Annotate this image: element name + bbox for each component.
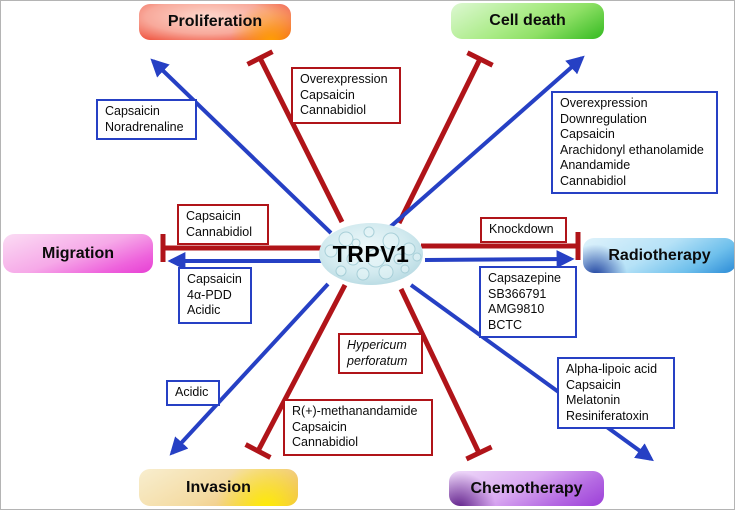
node-radiotherapy-label: Radiotherapy <box>608 246 711 264</box>
inhibition-line-trpv1-to-proliferation <box>246 49 345 224</box>
inhibition-line-trpv1-to-cell-death <box>396 50 494 225</box>
text-line: BCTC <box>488 317 523 332</box>
text-line: SB366791 <box>488 286 547 301</box>
text-line: Capsaicin <box>566 377 621 392</box>
activation-arrow-trpv1-to-invasion <box>169 282 330 456</box>
node-migration-label: Migration <box>42 244 114 262</box>
text-line: Melatonin <box>566 393 621 407</box>
text-line: Cannabidiol <box>186 224 253 239</box>
node-invasion: Invasion <box>139 469 298 506</box>
activation-arrow-trpv1-to-proliferation <box>150 58 333 235</box>
activation-arrow-trpv1-to-chemotherapy <box>409 283 654 462</box>
inhibition-line-trpv1-to-chemotherapy <box>398 287 493 462</box>
text-line: Acidic <box>175 385 209 399</box>
node-chemotherapy: Chemotherapy <box>449 471 604 506</box>
text-line: Knockdown <box>489 222 554 236</box>
text-line: R(+)-methanandamide <box>292 404 418 418</box>
text-line: Overexpression <box>560 96 648 110</box>
inhibition-line-trpv1-to-invasion <box>244 283 348 460</box>
text-line: Cannabidiol <box>292 435 359 449</box>
activation-arrow-trpv1-to-cell-death <box>387 55 585 230</box>
text-line: Hypericum <box>347 338 407 352</box>
trpv1-center-label: TRPV1 <box>332 241 410 267</box>
node-invasion-label: Invasion <box>186 478 251 496</box>
node-proliferation-label: Proliferation <box>167 13 263 30</box>
text-line: Alpha-lipoic acid <box>566 362 658 376</box>
text-line: Capsaicin <box>105 104 160 118</box>
text-line: Capsaicin <box>186 209 241 223</box>
box-radiotherapy-knockdown: Knockdown <box>480 217 567 243</box>
inhibition-line-trpv1-to-migration <box>160 234 323 262</box>
text-line: Cannabidiol <box>560 173 627 188</box>
text-line: Overexpression <box>300 72 388 86</box>
text-line: Capsaicin <box>300 87 355 102</box>
text-line: Noradrenaline <box>105 119 184 134</box>
node-cell-death: Cell death <box>451 3 604 39</box>
node-migration: Migration <box>3 234 153 273</box>
text-line: AMG9810 <box>488 302 545 316</box>
node-proliferation: Proliferation <box>139 4 291 40</box>
text-line: Downregulation <box>560 111 647 126</box>
text-line: Acidic <box>187 303 221 317</box>
text-line: Arachidonyl ethanolamide <box>560 142 704 157</box>
text-line: Cannabidiol <box>300 103 367 117</box>
node-radiotherapy: Radiotherapy <box>583 238 734 273</box>
text-line: Resiniferatoxin <box>566 408 649 423</box>
node-chemotherapy-label: Chemotherapy <box>470 479 583 497</box>
text-line: perforatum <box>347 353 408 368</box>
text-line: 4α-PDD <box>187 287 232 302</box>
trpv1-cell-ellipse <box>319 223 423 285</box>
node-cell-death-label: Cell death <box>489 12 566 29</box>
activation-arrow-trpv1-to-radiotherapy <box>424 250 575 269</box>
text-line: Anandamide <box>560 158 631 172</box>
box-invasion-activators: Acidic <box>166 380 220 406</box>
text-line: Capsaicin <box>560 127 615 141</box>
inhibition-line-trpv1-to-radiotherapy <box>421 232 581 260</box>
text-line: Capsaicin <box>187 272 242 286</box>
text-line: Capsazepine <box>488 271 561 285</box>
text-line: Capsaicin <box>292 419 347 434</box>
